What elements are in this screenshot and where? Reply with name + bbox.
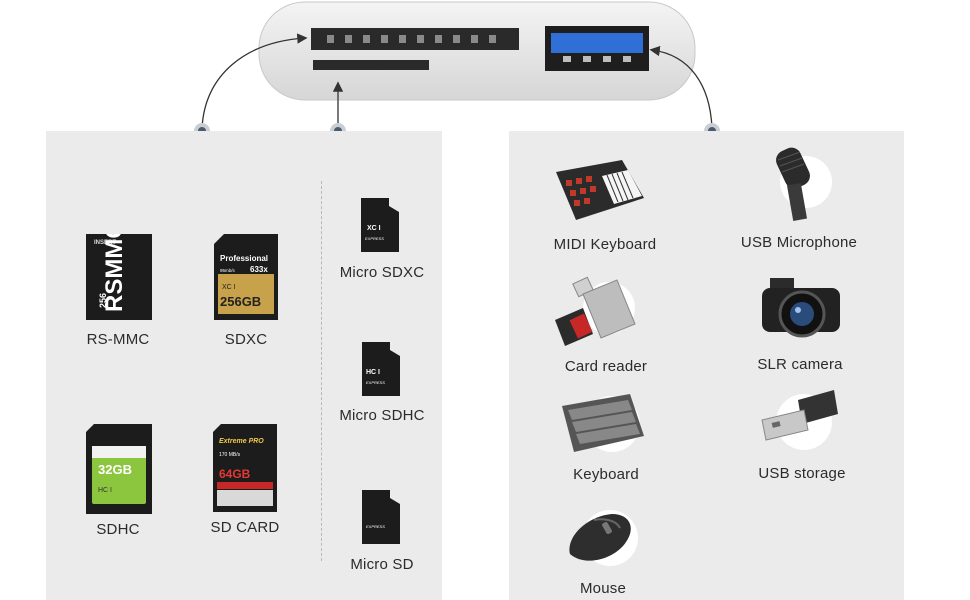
svg-text:EXPRESS: EXPRESS xyxy=(366,524,385,529)
sdxc-card-icon: Professional 633x 95mb/s XC I 256GB xyxy=(214,234,278,320)
panel-divider xyxy=(321,181,322,561)
keyboard-label: Keyboard xyxy=(573,466,639,483)
sdhc-label: SDHC xyxy=(96,521,140,538)
usb-storage-icon xyxy=(761,390,838,450)
mouse-label: Mouse xyxy=(579,580,627,597)
keyboard-icon xyxy=(562,394,644,452)
svg-text:633x: 633x xyxy=(250,265,268,274)
svg-text:Extreme PRO: Extreme PRO xyxy=(219,438,264,445)
svg-text:XC I: XC I xyxy=(222,284,236,291)
card-reader-label: Card reader xyxy=(564,358,648,375)
usb-microphone-icon xyxy=(776,147,832,221)
slr-camera-icon xyxy=(762,278,840,338)
slr-camera-label: SLR camera xyxy=(757,356,843,373)
micro-sdhc-label: Micro SDHC xyxy=(339,407,425,424)
card-reader-adapter xyxy=(258,1,696,101)
svg-text:XC I: XC I xyxy=(367,225,381,232)
rs-mmc-label: RS-MMC xyxy=(86,331,150,348)
usb-microphone-label: USB Microphone xyxy=(740,234,858,251)
micro-sd-card-icon: EXPRESS xyxy=(362,490,400,544)
svg-text:64GB: 64GB xyxy=(219,467,251,481)
svg-text:256GB: 256GB xyxy=(220,294,261,309)
sdxc-label: SDXC xyxy=(224,331,268,348)
svg-text:RSMMC: RSMMC xyxy=(101,234,128,312)
svg-text:256: 256 xyxy=(98,293,108,308)
sd-slot xyxy=(311,28,519,50)
micro-sdxc-label: Micro SDXC xyxy=(339,264,425,281)
sd-card-label: SD CARD xyxy=(210,519,280,536)
svg-text:EXPRESS: EXPRESS xyxy=(365,236,384,241)
svg-text:INSERT: INSERT xyxy=(94,240,116,246)
micro-sdxc-card-icon: XC I EXPRESS xyxy=(361,198,399,252)
micro-sdhc-card-icon: HC I EXPRESS xyxy=(362,342,400,396)
midi-keyboard-label: MIDI Keyboard xyxy=(553,236,657,253)
svg-text:95mb/s: 95mb/s xyxy=(220,268,236,273)
sd-card-icon: Extreme PRO 170 MB/s 64GB xyxy=(213,424,277,512)
micro-sd-label: Micro SD xyxy=(350,556,414,573)
sdhc-card-icon: 32GB HC I xyxy=(86,424,152,514)
micro-sd-slot xyxy=(313,60,429,70)
svg-text:HC I: HC I xyxy=(98,487,112,494)
svg-text:HC I: HC I xyxy=(366,369,380,376)
svg-text:EXPRESS: EXPRESS xyxy=(366,380,385,385)
card-reader-icon xyxy=(555,276,636,346)
svg-text:170 MB/s: 170 MB/s xyxy=(219,452,241,458)
usb-storage-label: USB storage xyxy=(758,465,846,482)
midi-keyboard-icon xyxy=(556,160,644,220)
connector-arrows xyxy=(194,33,720,139)
mouse-icon xyxy=(569,510,638,566)
rs-mmc-card-icon: INSERT RSMMC 256 xyxy=(86,234,152,320)
svg-text:32GB: 32GB xyxy=(98,462,132,477)
svg-text:Professional: Professional xyxy=(220,254,268,263)
